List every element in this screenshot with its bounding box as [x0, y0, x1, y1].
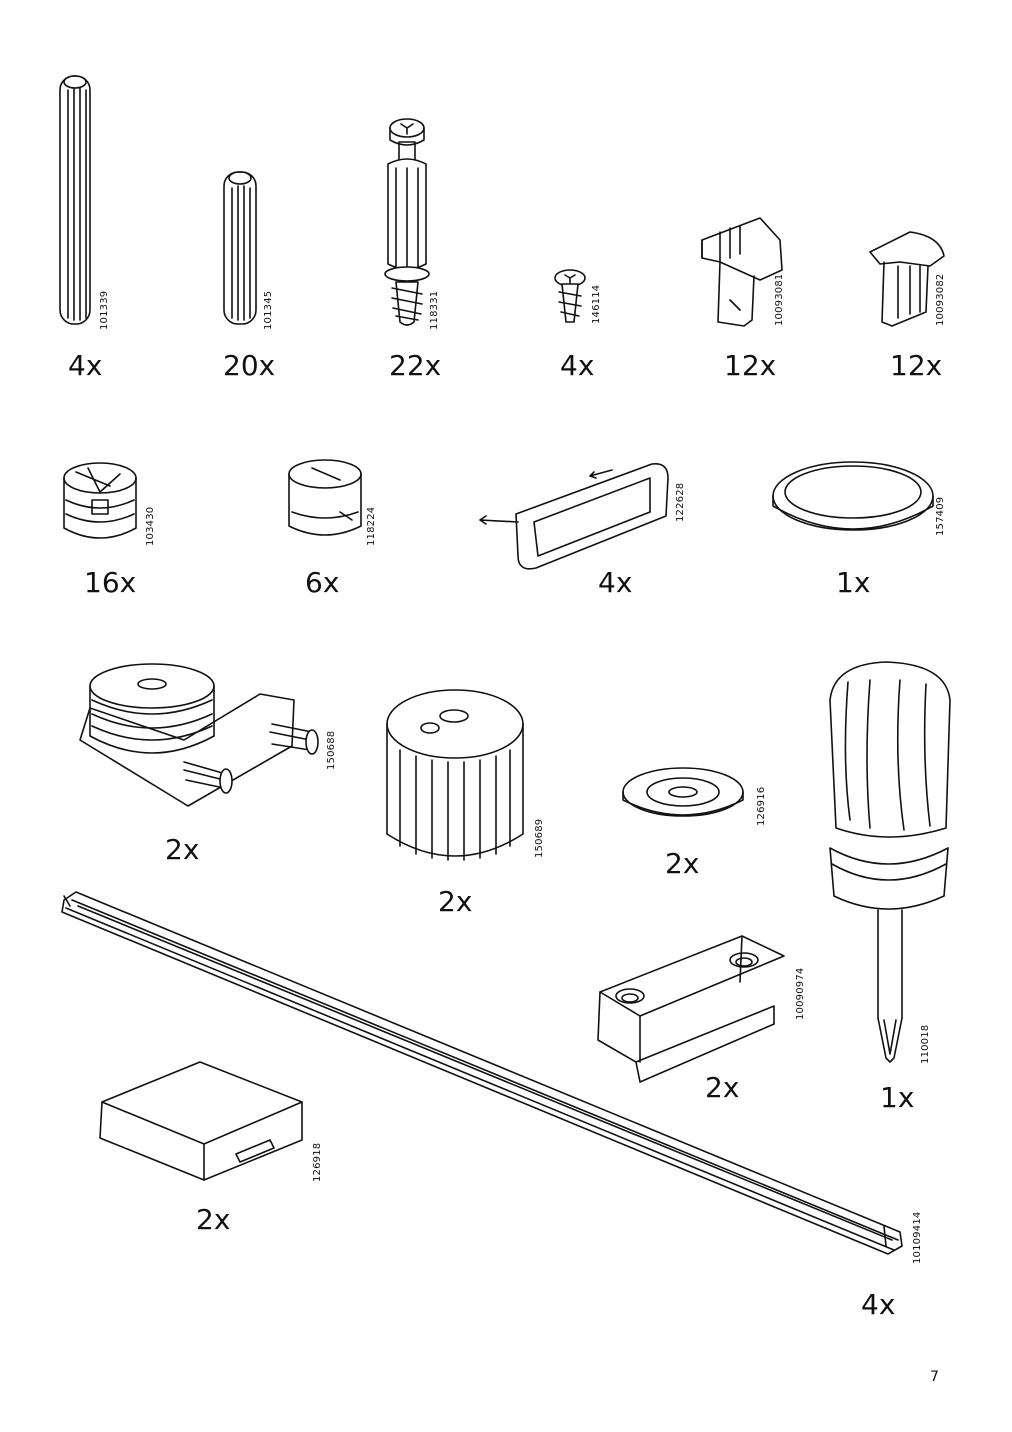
quantity-label: 4x — [560, 349, 595, 382]
quantity-label: 4x — [598, 566, 633, 599]
part-code: 118331 — [429, 290, 440, 330]
leveling-foot-bracket-icon — [80, 664, 318, 806]
part-code: 10093082 — [935, 273, 946, 327]
screwdriver-icon — [830, 662, 950, 1062]
part-code: 157409 — [935, 496, 946, 536]
part-code: 101345 — [263, 290, 274, 330]
part-code: 110018 — [920, 1024, 931, 1064]
part-code: 150689 — [534, 818, 545, 858]
part-code: 146114 — [591, 284, 602, 324]
quantity-label: 22x — [389, 349, 442, 382]
dowel-long-icon — [60, 76, 90, 324]
cam-lock-icon — [64, 463, 136, 538]
part-code: 10090974 — [795, 967, 806, 1021]
part-code: 118224 — [366, 506, 377, 546]
quantity-label: 2x — [438, 885, 473, 918]
quantity-label: 16x — [84, 566, 137, 599]
quantity-label: 1x — [836, 566, 871, 599]
small-screw-icon — [555, 270, 585, 322]
leveling-foot-knob-icon — [387, 690, 523, 860]
part-code: 101339 — [99, 290, 110, 330]
nail-pad-icon — [480, 464, 668, 569]
page-number: 7 — [930, 1369, 939, 1385]
part-code: 150688 — [326, 730, 337, 770]
round-pad-icon — [773, 462, 933, 530]
rail-icon — [62, 892, 902, 1254]
quantity-label: 1x — [880, 1081, 915, 1114]
part-code: 122628 — [675, 482, 686, 522]
quantity-label: 2x — [665, 847, 700, 880]
part-code: 126918 — [312, 1142, 323, 1182]
cam-bolt-icon — [385, 119, 429, 325]
quantity-label: 20x — [223, 349, 276, 382]
quantity-label: 2x — [165, 833, 200, 866]
block-icon — [100, 1062, 302, 1180]
quantity-label: 12x — [724, 349, 777, 382]
quantity-label: 6x — [305, 566, 340, 599]
quantity-label: 4x — [861, 1288, 896, 1321]
washer-disc-icon — [623, 768, 743, 816]
quantity-label: 4x — [68, 349, 103, 382]
part-code: 126916 — [756, 786, 767, 826]
shelf-clip-b-icon — [870, 232, 944, 326]
part-code: 10109414 — [912, 1211, 923, 1265]
part-code: 103430 — [145, 506, 156, 546]
quantity-label: 2x — [705, 1071, 740, 1104]
cam-lock-small-icon — [289, 460, 361, 535]
part-code: 10093081 — [774, 273, 785, 327]
shelf-clip-a-icon — [702, 218, 782, 326]
quantity-label: 12x — [890, 349, 943, 382]
dowel-short-icon — [224, 172, 256, 324]
bracket-icon — [598, 936, 784, 1082]
quantity-label: 2x — [196, 1203, 231, 1236]
